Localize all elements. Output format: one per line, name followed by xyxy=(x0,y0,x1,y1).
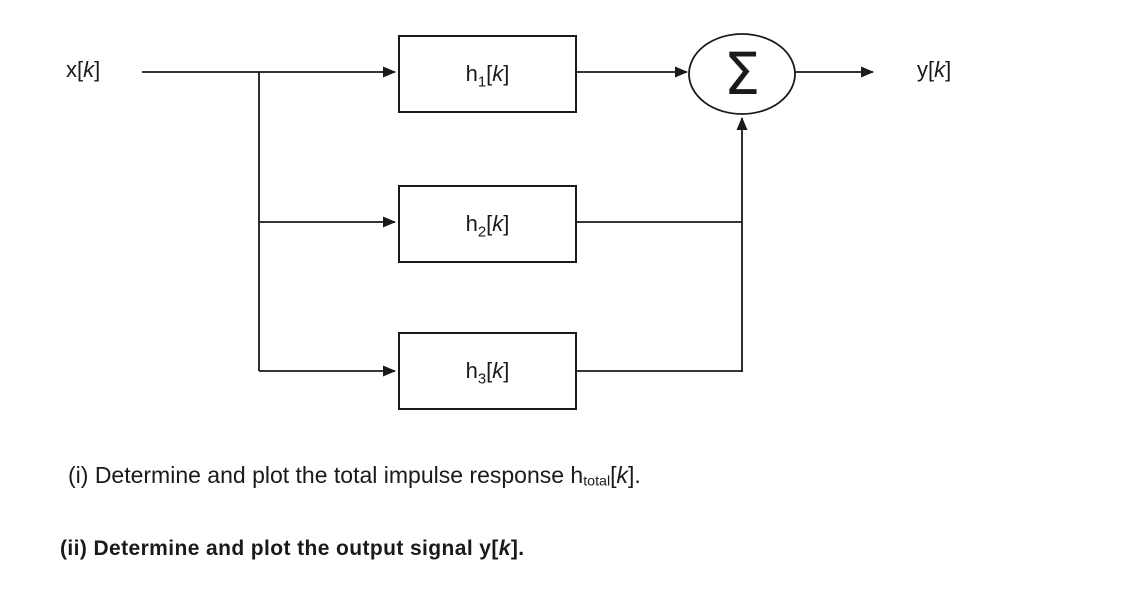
block-h2-close-bracket: ] xyxy=(503,211,510,236)
question-item-ii: (ii) Determine and plot the output signa… xyxy=(60,534,525,564)
block-h3-close-bracket: ] xyxy=(503,358,510,383)
output-label-name: y xyxy=(917,57,928,82)
output-label-close-bracket: ] xyxy=(945,57,952,82)
block-h2: h2[k] xyxy=(398,185,577,263)
question-i-text: (i) Determine and plot the total impulse… xyxy=(68,462,584,488)
input-label-open-bracket: [ xyxy=(77,57,84,82)
question-ii-close-bracket: ]. xyxy=(510,537,525,560)
block-h1-open-bracket: [ xyxy=(486,61,493,86)
output-label-variable: k xyxy=(934,57,946,82)
block-h3-subscript: 3 xyxy=(477,370,487,388)
input-label-variable: k xyxy=(83,57,95,82)
summer-circle xyxy=(688,33,796,115)
block-h1-variable: k xyxy=(492,61,504,86)
block-h1-name: h xyxy=(465,61,478,86)
question-i-variable: k xyxy=(616,462,629,488)
question-ii-open-bracket: [ xyxy=(491,537,499,560)
input-label-name: x xyxy=(66,57,77,82)
block-diagram-wires xyxy=(142,33,874,377)
block-h1-subscript: 1 xyxy=(477,73,487,91)
block-h3-name: h xyxy=(465,358,478,383)
question-i-open-bracket: [ xyxy=(610,462,617,488)
block-h2-subscript: 2 xyxy=(477,223,487,241)
question-i-subscript: total xyxy=(583,473,611,490)
question-ii-variable: k xyxy=(498,537,511,560)
block-h2-name: h xyxy=(465,211,478,236)
block-h3: h3[k] xyxy=(398,332,577,410)
block-h3-variable: k xyxy=(492,358,504,383)
block-h2-open-bracket: [ xyxy=(486,211,493,236)
block-h3-open-bracket: [ xyxy=(486,358,493,383)
input-label-close-bracket: ] xyxy=(94,57,101,82)
question-item-i: (i) Determine and plot the total impulse… xyxy=(68,459,641,491)
question-ii-text: (ii) Determine and plot the output signa… xyxy=(60,537,492,560)
block-h2-label: h2[k] xyxy=(465,211,510,241)
sigma-symbol: Σ xyxy=(690,39,794,109)
output-signal-label: y[k] xyxy=(917,56,951,84)
question-i-close-bracket: ]. xyxy=(628,462,641,488)
input-signal-label: x[k] xyxy=(66,56,100,84)
block-h3-label: h3[k] xyxy=(465,358,510,388)
block-h1-close-bracket: ] xyxy=(503,61,510,86)
block-h1-label: h1[k] xyxy=(465,61,510,91)
block-h2-variable: k xyxy=(492,211,504,236)
sigma-glyph: Σ xyxy=(723,40,761,108)
output-label-open-bracket: [ xyxy=(928,57,935,82)
block-h1: h1[k] xyxy=(398,35,577,113)
